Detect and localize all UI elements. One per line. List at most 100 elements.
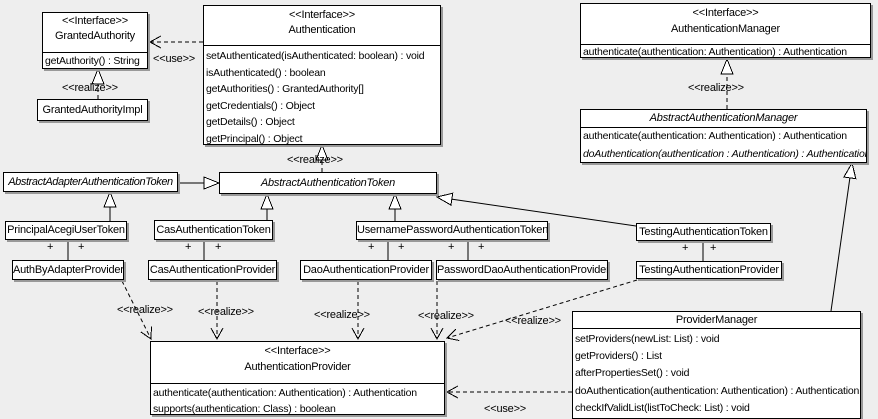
method: authenticate(authentication: Authenticat… [153, 387, 417, 399]
class-header: TestingAuthenticationProvider [637, 262, 781, 278]
class-header: TestingAuthenticationToken [637, 224, 770, 240]
class-password-dao-authentication-provider[interactable]: PasswordDaoAuthenticationProvider [436, 260, 608, 280]
class-header: AbstractAuthenticationManager [581, 110, 866, 128]
stereotype-label: <<Interface>> [289, 9, 355, 21]
class-header: PasswordDaoAuthenticationProvider [437, 261, 607, 279]
class-authentication-manager[interactable]: <<Interface>> AuthenticationManager auth… [580, 3, 871, 58]
class-abstract-authentication-token[interactable]: AbstractAuthenticationToken [219, 172, 437, 194]
method: isAuthenticated() : boolean [206, 66, 326, 79]
class-name: TestingAuthenticationProvider [639, 264, 779, 276]
class-abstract-authentication-manager[interactable]: AbstractAuthenticationManager authentica… [580, 109, 867, 163]
stereotype-label: <<Interface>> [62, 15, 128, 27]
class-header: <<Interface>> AuthenticationProvider [151, 342, 444, 384]
class-provider-manager[interactable]: ProviderManager setProviders(newList: Li… [572, 311, 861, 419]
class-granted-authority[interactable]: <<Interface>> GrantedAuthority getAuthor… [42, 12, 148, 69]
methods-compartment: authenticate(authentication: Authenticat… [581, 128, 866, 163]
association-plus: + [215, 241, 222, 253]
class-username-password-authentication-token[interactable]: UsernamePasswordAuthenticationToken [356, 221, 548, 240]
method: getProviders() : List [575, 350, 662, 363]
realize-testingprovider-to-authenticationprovider[interactable] [446, 279, 638, 342]
class-authentication-provider[interactable]: <<Interface>> AuthenticationProvider aut… [150, 341, 445, 415]
realize-label: <<realize>> [198, 306, 254, 318]
realize-label: <<realize>> [314, 309, 370, 321]
association-plus: + [398, 241, 405, 253]
association-plus: + [682, 242, 689, 254]
method: getPrincipal() : Object [206, 132, 303, 145]
class-header: AbstractAdapterAuthenticationToken [4, 173, 177, 191]
class-cas-authentication-token[interactable]: CasAuthenticationToken [154, 220, 273, 240]
gen-testingtoken-to-abstracttoken[interactable] [435, 192, 637, 227]
association-plus: + [478, 241, 485, 253]
class-header: PrincipalAcegiUserToken [6, 222, 126, 239]
association-plus: + [448, 241, 455, 253]
method: authenticate(authentication: Authenticat… [583, 130, 847, 142]
class-header: CasAuthenticationProvider [149, 261, 276, 279]
realize-authbyadapterprovider-to-authenticationprovider[interactable] [121, 280, 152, 340]
methods-compartment: authenticate(authentication: Authenticat… [151, 384, 444, 417]
stereotype-label: <<Interface>> [264, 345, 331, 357]
class-name: AuthenticationManager [671, 23, 780, 35]
class-header: DaoAuthenticationProvider [301, 261, 431, 279]
class-name: CasAuthenticationToken [156, 224, 271, 236]
methods-compartment: getAuthority() : String [43, 53, 147, 69]
class-header: ProviderManager [573, 312, 860, 329]
association-plus: + [368, 241, 375, 253]
class-header: <<Interface>> AuthenticationManager [581, 4, 870, 45]
association-plus: + [185, 241, 192, 253]
class-principal-acegi-user-token[interactable]: PrincipalAcegiUserToken [5, 221, 127, 240]
methods-compartment: setAuthenticated(isAuthenticated: boolea… [204, 46, 440, 148]
method: doAuthentication(authentication: Authent… [575, 384, 860, 397]
class-header: <<Interface>> Authentication [204, 6, 440, 46]
realize-label: <<realize>> [418, 310, 474, 322]
method: doAuthentication(authentication : Authen… [583, 147, 866, 160]
method: checkIfValidList(listToCheck: List) : vo… [575, 401, 750, 414]
class-abstract-adapter-authentication-token[interactable]: AbstractAdapterAuthenticationToken [3, 172, 178, 192]
method: getAuthorities() : GrantedAuthority[] [206, 83, 364, 96]
class-name: GrantedAuthority [55, 30, 135, 42]
class-auth-by-adapter-provider[interactable]: AuthByAdapterProvider [12, 260, 124, 280]
association-plus: + [710, 242, 717, 254]
class-cas-authentication-provider[interactable]: CasAuthenticationProvider [148, 260, 277, 280]
use-label: <<use>> [153, 53, 196, 65]
class-header: CasAuthenticationToken [155, 221, 272, 239]
method: afterPropertiesSet() : void [575, 367, 690, 380]
class-name: Authentication [288, 24, 356, 36]
method: setProviders(newList: List) : void [575, 333, 720, 345]
methods-compartment: authenticate(authentication: Authenticat… [581, 45, 870, 60]
class-header: <<Interface>> GrantedAuthority [43, 13, 147, 53]
realize-label: <<realize>> [287, 154, 343, 166]
class-name: GrantedAuthorityImpl [42, 104, 143, 116]
method: getCredentials() : Object [206, 99, 315, 112]
realize-label: <<realize>> [505, 315, 561, 327]
class-name: TestingAuthenticationToken [639, 226, 768, 238]
class-name: DaoAuthenticationProvider [303, 264, 429, 276]
class-header: AuthByAdapterProvider [13, 261, 123, 279]
association-plus: + [47, 241, 54, 253]
class-name: PasswordDaoAuthenticationProvider [437, 264, 607, 276]
realize-label: <<realize>> [62, 82, 118, 94]
class-name: AuthenticationProvider [244, 361, 351, 373]
class-name: ProviderManager [675, 314, 758, 326]
use-label: <<use>> [484, 403, 527, 415]
gen-providermanager-to-abstractauthenticationmanager[interactable] [830, 161, 857, 312]
class-name: AbstractAuthenticationToken [260, 177, 396, 189]
stereotype-label: <<Interface>> [692, 7, 759, 19]
class-header: GrantedAuthorityImpl [38, 100, 147, 120]
class-header: UsernamePasswordAuthenticationToken [357, 222, 547, 239]
class-testing-authentication-token[interactable]: TestingAuthenticationToken [636, 223, 771, 241]
class-name: AbstractAuthenticationManager [649, 112, 798, 124]
class-granted-authority-impl[interactable]: GrantedAuthorityImpl [37, 99, 148, 121]
method: setAuthenticated(isAuthenticated: boolea… [206, 50, 425, 62]
class-name: AuthByAdapterProvider [13, 264, 123, 276]
method: supports(authentication: Class) : boolea… [153, 403, 336, 415]
realize-label: <<realize>> [688, 82, 744, 94]
class-testing-authentication-provider[interactable]: TestingAuthenticationProvider [636, 261, 782, 279]
class-authentication[interactable]: <<Interface>> Authentication setAuthenti… [203, 5, 441, 145]
class-name: CasAuthenticationProvider [149, 264, 276, 276]
method: getAuthority() : String [45, 55, 140, 67]
association-plus: + [78, 241, 85, 253]
class-dao-authentication-provider[interactable]: DaoAuthenticationProvider [300, 260, 432, 280]
class-name: PrincipalAcegiUserToken [7, 224, 125, 236]
